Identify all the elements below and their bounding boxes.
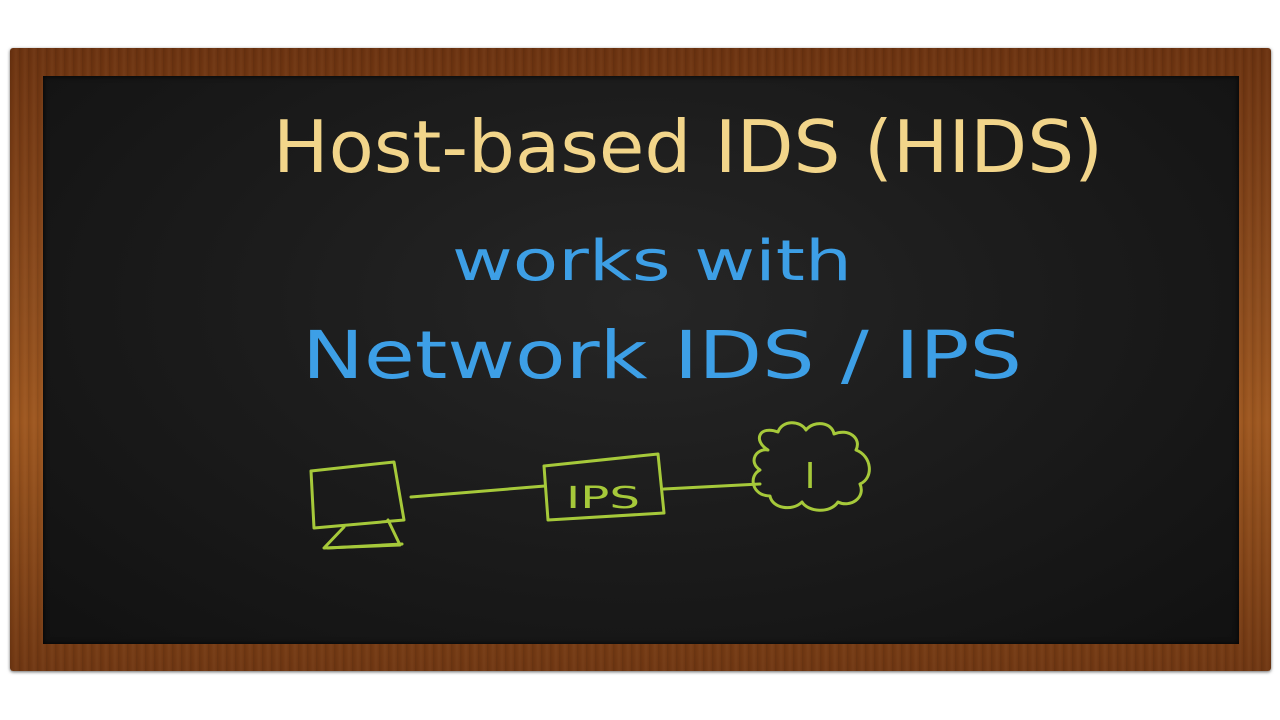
connection-line-ips-cloud <box>662 482 762 491</box>
cloud-label: I <box>805 456 816 497</box>
ips-box: IPS <box>542 452 666 522</box>
subtitle-line-2: Network IDS / IPS <box>302 317 1022 394</box>
title: Host-based IDS (HIDS) <box>273 105 1103 189</box>
chalkboard <box>43 76 1239 644</box>
computer-icon <box>309 460 406 550</box>
connection-line-computer-ips <box>409 484 547 499</box>
internet-cloud-icon: I <box>751 421 871 512</box>
subtitle-line-1: works with <box>452 229 852 294</box>
ips-label: IPS <box>566 481 640 516</box>
